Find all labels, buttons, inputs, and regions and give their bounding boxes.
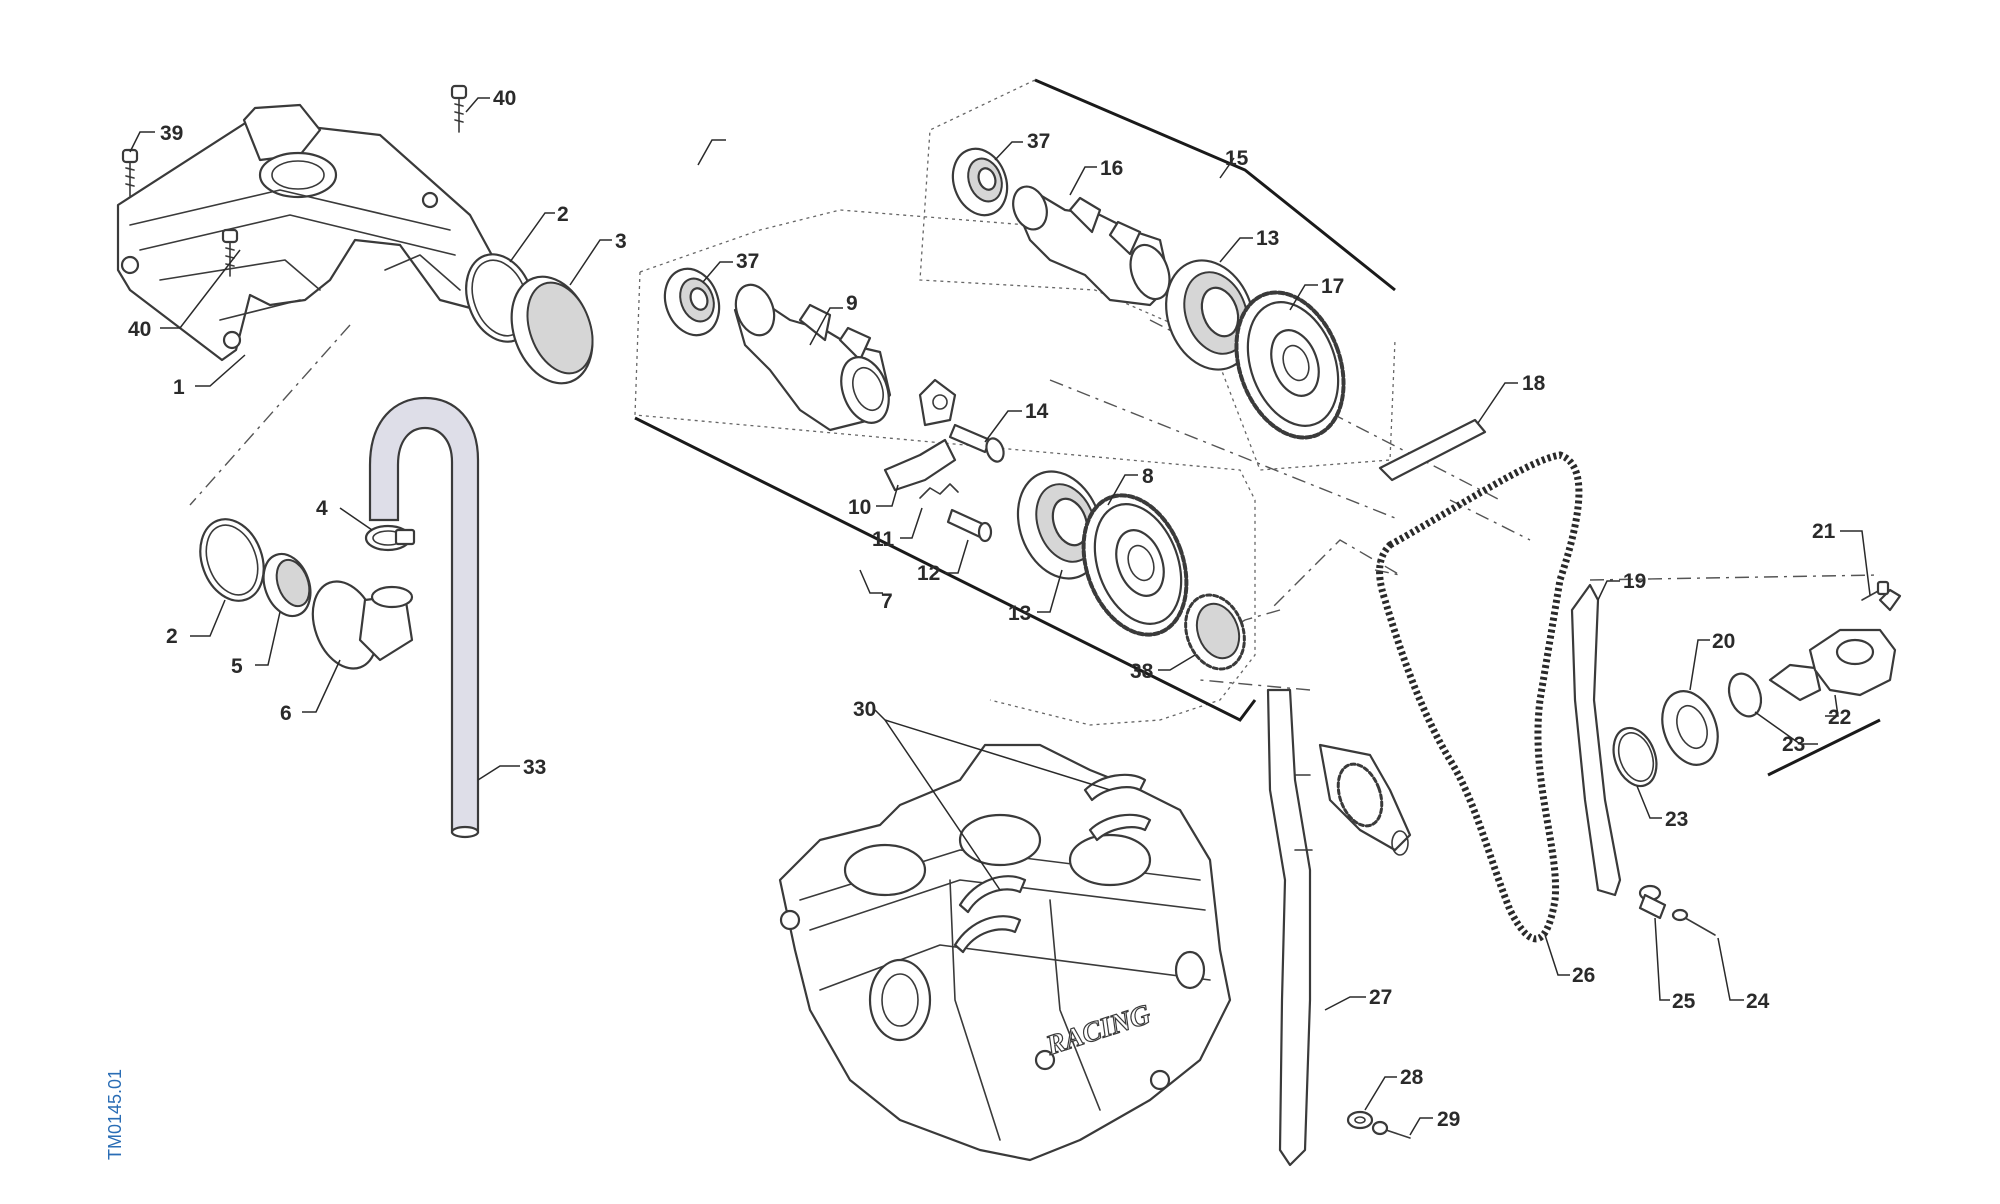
chain-guide-19 [1570, 583, 1622, 897]
sprocket-8 [1081, 493, 1189, 637]
screw-39 [121, 148, 139, 197]
callout-23-right: 23 [1782, 733, 1805, 756]
callout-40-bottom: 40 [128, 318, 151, 341]
callout-7: 7 [881, 590, 893, 613]
o-ring-23-left [1612, 726, 1658, 788]
callout-13-upper: 13 [1256, 227, 1279, 250]
callout-33: 33 [523, 756, 546, 779]
callout-27: 27 [1369, 986, 1392, 1009]
tensioner-bracket [1767, 718, 1881, 777]
spring-11 [919, 483, 959, 499]
callout-17: 17 [1321, 275, 1344, 298]
callout-15: 15 [1225, 147, 1249, 170]
callout-20: 20 [1712, 630, 1735, 653]
camshaft-9 [733, 283, 892, 432]
breather-fitting-6 [311, 580, 414, 670]
hose-clamp-4 [364, 524, 416, 552]
bearing-13-upper [1165, 259, 1255, 371]
callout-2-left: 2 [166, 625, 178, 648]
chain-guide-18 [1378, 418, 1487, 482]
callout-9: 9 [846, 292, 858, 315]
bearing-37-upper [951, 147, 1009, 217]
callout-25: 25 [1672, 990, 1696, 1013]
callout-28: 28 [1400, 1066, 1424, 1089]
callout-2-top: 2 [557, 203, 569, 226]
cylinder-head-cover [116, 103, 502, 362]
screw-29 [1371, 1120, 1411, 1139]
assembly-group-15 [919, 78, 1396, 471]
callout-21: 21 [1812, 520, 1836, 543]
callout-30: 30 [853, 698, 876, 721]
pin-12 [946, 508, 993, 543]
callout-4: 4 [316, 497, 328, 520]
callout-14: 14 [1025, 400, 1049, 423]
callout-37-upper: 37 [1027, 130, 1050, 153]
callout-labels: 39 40 40 1 2 3 4 2 5 6 33 37 37 16 15 13… [128, 87, 1851, 1131]
pin-14 [948, 423, 1005, 463]
bearing-37-lower [663, 267, 721, 337]
callout-29: 29 [1437, 1108, 1460, 1131]
callout-26: 26 [1572, 964, 1595, 987]
callout-19: 19 [1623, 570, 1646, 593]
callout-5: 5 [231, 655, 243, 678]
spacer-25 [1638, 884, 1667, 920]
breather-hose-33 [368, 396, 480, 839]
callout-18: 18 [1522, 372, 1546, 395]
callout-6: 6 [280, 702, 292, 725]
screw-40-bottom [221, 228, 239, 277]
assembly-group-7 [634, 209, 1257, 726]
callout-39: 39 [160, 122, 183, 145]
callout-8: 8 [1142, 465, 1154, 488]
decompressor-10 [883, 378, 957, 492]
callout-1: 1 [173, 376, 185, 399]
callout-38: 38 [1130, 660, 1154, 683]
callout-24: 24 [1746, 990, 1770, 1013]
screw-24 [1671, 908, 1716, 936]
callout-3: 3 [615, 230, 627, 253]
callout-11: 11 [872, 528, 895, 551]
gear-38 [1184, 593, 1246, 671]
callout-40-top: 40 [493, 87, 516, 110]
sprocket-17 [1234, 290, 1346, 440]
chain-tensioner-22 [1768, 588, 1902, 702]
seal-5 [262, 552, 312, 618]
camshaft-16 [1012, 185, 1172, 307]
callout-12: 12 [917, 562, 940, 585]
screw-21 [1861, 580, 1890, 601]
leader-lines [129, 97, 1871, 1136]
chain-guide-27 [1266, 688, 1313, 1167]
callout-23-left: 23 [1665, 808, 1688, 831]
callout-13-lower: 13 [1008, 602, 1031, 625]
timing-chain-26 [1376, 451, 1583, 943]
callout-22: 22 [1828, 706, 1851, 729]
washer-28 [1346, 1110, 1374, 1130]
document-id: TM0145.01 [105, 1069, 125, 1160]
o-ring-left [199, 518, 265, 602]
callout-10: 10 [848, 496, 871, 519]
callout-37-lower: 37 [736, 250, 759, 273]
o-ring-23-right [1727, 672, 1763, 718]
cylinder-head: RACING [778, 743, 1232, 1162]
tensioner-gasket-20 [1661, 690, 1719, 766]
screw-40-top [450, 84, 468, 133]
crankshaft-end [1318, 743, 1412, 856]
callout-16: 16 [1100, 157, 1123, 180]
bearing-13-lower [1016, 470, 1104, 580]
plug-3 [510, 275, 594, 385]
